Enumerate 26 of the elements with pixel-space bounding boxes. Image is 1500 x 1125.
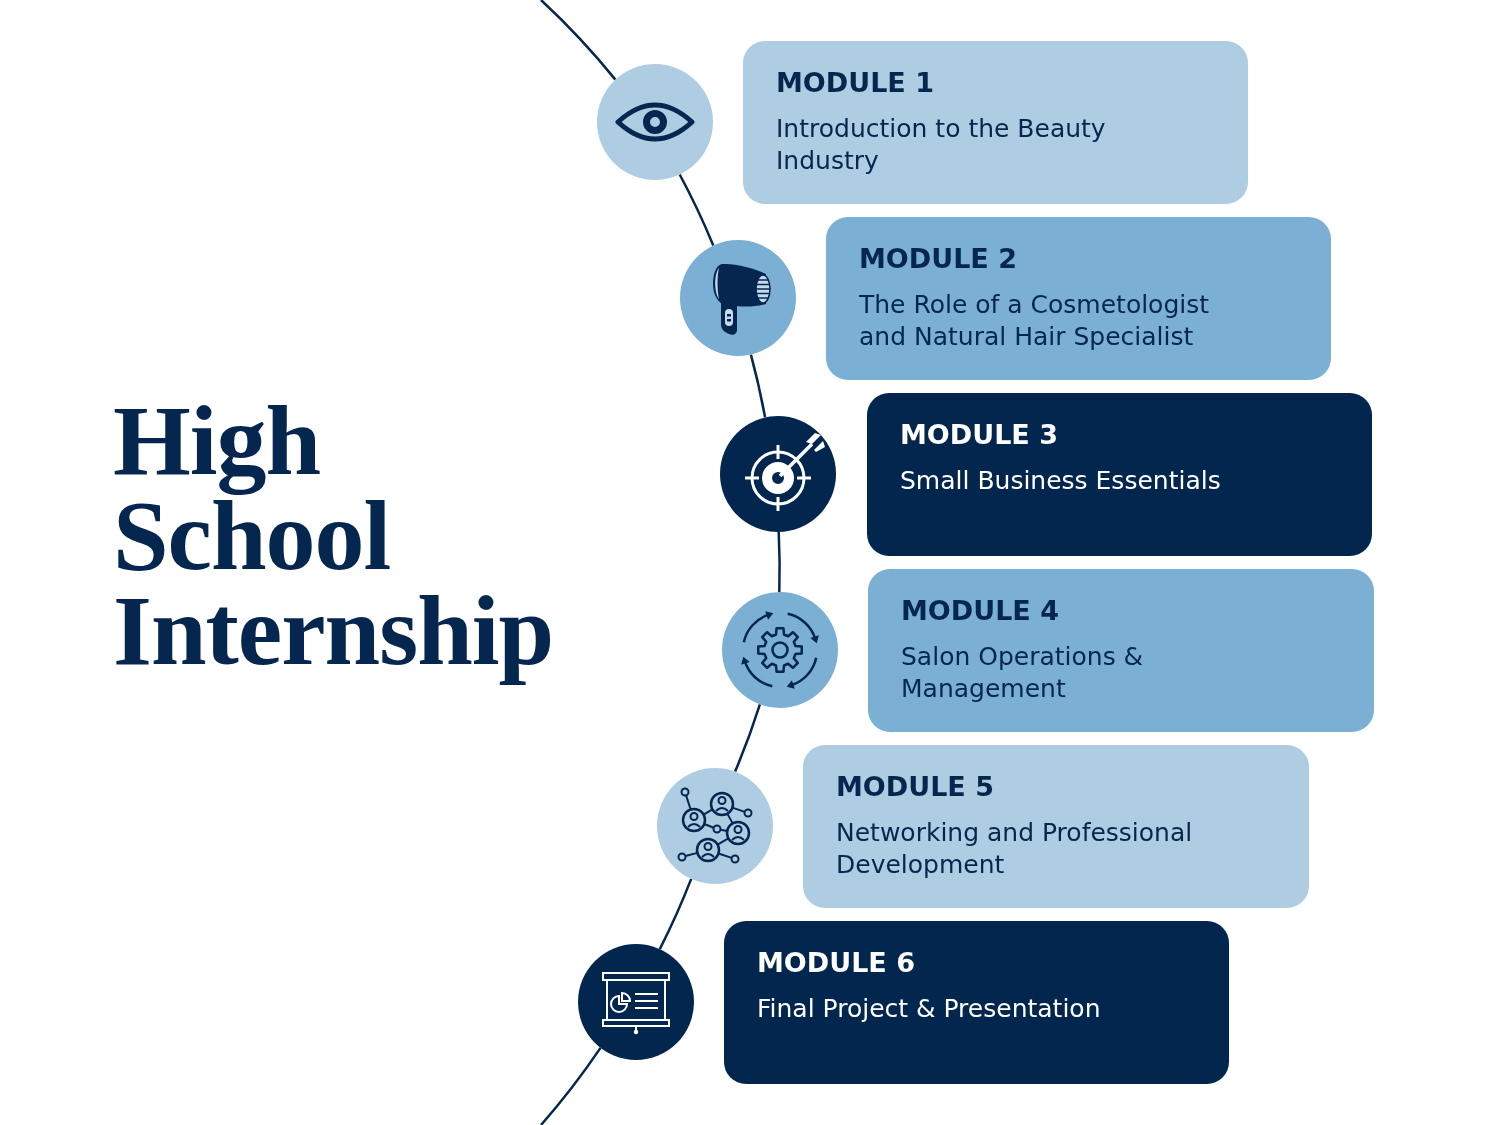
page-title: High School Internship [112,384,555,688]
timeline-line [678,173,715,246]
module-heading: MODULE 3 [900,419,1058,451]
module-heading: MODULE 5 [836,771,994,803]
timeline-line [540,1047,602,1125]
module-description: Networking and Professional Development [836,817,1194,881]
timeline-line [733,704,762,773]
module-card [743,41,1248,204]
module-heading: MODULE 1 [776,67,934,99]
module-card [724,921,1229,1084]
module-card [868,569,1374,732]
module-description: The Role of a Cosmetologist and Natural Hair Specialist [859,289,1211,353]
module-description: Salon Operations & Management [901,641,1145,705]
module-card [826,217,1331,380]
module-card [803,745,1309,908]
timeline-line [658,878,693,950]
module-heading: MODULE 6 [757,947,915,979]
timeline-line [777,531,781,593]
module-description: Small Business Essentials [900,465,1221,497]
module-heading: MODULE 2 [859,243,1017,275]
module-heading: MODULE 4 [901,595,1059,627]
module-description: Introduction to the Beauty Industry [776,113,1107,177]
timeline-line [749,354,767,418]
timeline-line [540,0,617,81]
module-card [867,393,1372,556]
module-description: Final Project & Presentation [757,993,1101,1025]
